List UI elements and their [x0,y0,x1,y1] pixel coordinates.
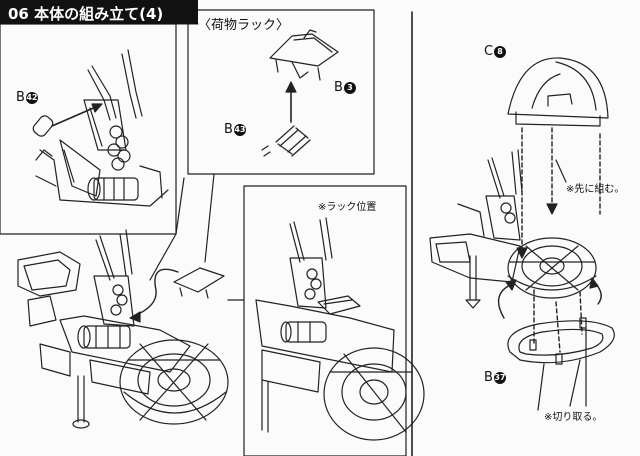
attach-arrow [497,283,513,319]
seat-detail-drawing [35,49,169,207]
panel-frame-detail [0,23,177,235]
guide-line [555,301,561,353]
part-b42-piece [32,115,54,137]
callout-line [149,177,185,281]
callout-line [204,173,215,263]
pointer-line [555,159,567,183]
part-label-b43: B43 [224,122,246,137]
part-number-badge: 3 [343,81,356,94]
canopy-part-c8 [507,57,609,127]
guide-line [579,291,583,335]
part-label-b42: B42 [16,90,38,105]
part-letter: B [224,122,233,137]
part-letter: B [484,370,493,385]
pointer-line [537,363,545,411]
part-number-badge: 43 [233,123,246,136]
part-letter: B [334,80,343,95]
insert-arrow [51,105,99,127]
section-title: 06 本体の組み立て(4) [8,5,164,23]
ring-part-b37 [507,317,615,365]
rack-leg-part [261,125,311,157]
section-header: 06 本体の組み立て(4) [0,0,198,24]
rack-position-note: ※ラック位置 [318,202,377,213]
right-main-assembly [429,149,597,309]
part-label-b37: B37 [484,370,506,385]
rack-insert-part [173,267,225,299]
panel-frame-rack [187,9,375,175]
pointer-line [569,359,581,407]
main-body-assembly [17,229,229,429]
rack-heading: 〈荷物ラック〉 [198,18,290,33]
part-number-badge: 42 [25,91,38,104]
luggage-rack-part [269,29,339,81]
assemble-first-note: ※先に組む。 [566,184,625,195]
insert-arrow [133,268,179,317]
panel-frame-position [243,185,407,456]
part-number-badge: 37 [493,371,506,384]
cut-off-note: ※切り取る。 [544,412,603,423]
part-number-badge: 8 [494,45,507,58]
part-letter: C [484,44,494,59]
rack-position-assembly [255,217,425,441]
part-letter: B [16,90,25,105]
